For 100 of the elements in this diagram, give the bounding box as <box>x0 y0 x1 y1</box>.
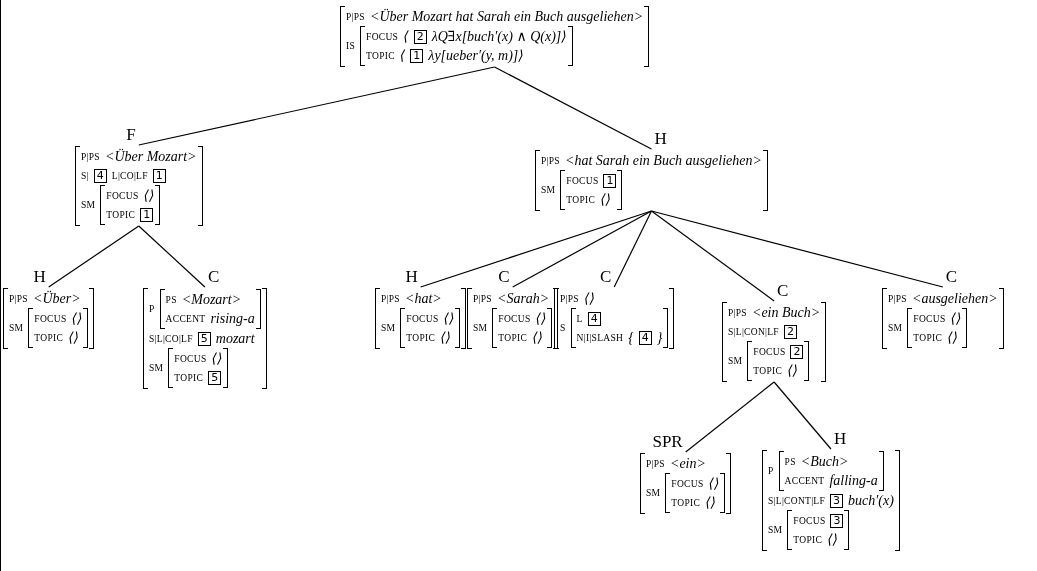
feature-name: P|PS <box>473 293 492 304</box>
feature-name: L <box>576 313 583 324</box>
formula-text: ⟨⟩ <box>71 310 83 327</box>
feature-matrix <box>882 288 1004 349</box>
formula-text: ⟨⟩ <box>600 191 612 208</box>
feature-matrix <box>400 308 461 348</box>
feature-name: P <box>149 304 155 314</box>
feature-name: TOPIC <box>106 209 136 220</box>
tree-branch <box>773 381 832 450</box>
feature-matrix <box>787 510 850 550</box>
edge-label: H <box>832 431 848 447</box>
feature-name: TOPIC <box>913 332 943 343</box>
feature-name: N|I|SLASH <box>576 332 624 343</box>
edge-label: H <box>32 269 47 285</box>
feature-name: TOPIC <box>366 50 395 61</box>
formula-text: ⟨⟩ <box>443 310 455 327</box>
value-text: <ausgeliehen> <box>911 290 998 307</box>
feature-matrix <box>75 146 203 226</box>
tag-number: 3 <box>830 493 844 508</box>
feature-name: SM <box>768 525 783 535</box>
tag-number: 4 <box>587 311 601 326</box>
formula-text: { <box>628 329 634 346</box>
value-text: <Über> <box>32 290 81 307</box>
value-text: <ein Buch> <box>751 304 821 321</box>
feature-matrix <box>28 308 89 348</box>
feature-matrix <box>747 341 810 381</box>
value-text: <Sarah> <box>496 290 550 307</box>
feature-matrix <box>640 453 732 514</box>
feature-name: FOCUS <box>793 515 826 526</box>
tag-number: 1 <box>603 173 617 188</box>
feature-name: FOCUS <box>498 313 531 324</box>
formula-text: ⟨⟩ <box>787 362 799 379</box>
feature-matrix <box>722 302 827 382</box>
edge-label: H <box>404 269 419 285</box>
formula-text: ⟨⟩ <box>827 531 839 548</box>
edge-label: C <box>497 269 511 285</box>
feature-name: SM <box>149 363 164 373</box>
value-text: <hat> <box>404 290 442 307</box>
feature-name: L|CO|LF <box>111 170 148 181</box>
feature-name: S|L|CONT|LF <box>768 495 826 506</box>
feature-name: SM <box>728 356 743 366</box>
formula-text: ⟨⟩ <box>705 494 717 511</box>
value-text: <ein> <box>669 455 706 472</box>
tree-branch <box>493 66 653 150</box>
tag-number: 3 <box>830 513 844 528</box>
feature-matrix <box>159 289 261 329</box>
feature-matrix <box>3 288 95 349</box>
edge-label: H <box>653 131 668 147</box>
feature-name: TOPIC <box>753 365 783 376</box>
formula-text: ⟨ <box>399 47 406 64</box>
feature-name: TOPIC <box>34 332 64 343</box>
tag-number: 1 <box>140 207 154 222</box>
tree-branch <box>138 66 496 146</box>
feature-name: SM <box>81 200 96 210</box>
feature-name: P|PS <box>81 151 100 162</box>
tree-branch <box>650 210 944 288</box>
feature-name: FOCUS <box>671 478 704 489</box>
feature-name: SM <box>381 323 396 333</box>
feature-name: SM <box>646 488 661 498</box>
feature-name: SM <box>473 323 488 333</box>
edge-label: SPR <box>651 434 684 450</box>
feature-name: ACCENT <box>784 475 825 486</box>
feature-name: S| <box>81 170 89 181</box>
tag-number: 1 <box>410 48 424 63</box>
feature-name: FOCUS <box>406 313 439 324</box>
formula-text: ⟨⟩ <box>947 329 959 346</box>
value-text: <Über Mozart hat Sarah ein Buch ausgeliehen> <box>369 8 644 25</box>
feature-name: FOCUS <box>174 353 207 364</box>
feature-matrix <box>100 185 161 225</box>
feature-name: SM <box>541 185 556 195</box>
formula-text: ⟨⟩ <box>950 310 962 327</box>
tree-branch <box>650 210 775 302</box>
feature-matrix <box>360 26 573 66</box>
formula-text: ⟨⟩ <box>532 329 544 346</box>
feature-name: P|PS <box>9 293 28 304</box>
feature-name: P|PS <box>381 293 400 304</box>
value-text: <Mozart> <box>181 291 242 308</box>
feature-name: P|PS <box>346 11 365 22</box>
edge-label: C <box>206 269 221 285</box>
tree-branch <box>48 225 140 288</box>
tag-number: 5 <box>208 370 222 385</box>
feature-matrix <box>492 308 553 348</box>
feature-name: FOCUS <box>753 346 786 357</box>
formula-text: buch′(x) <box>848 492 894 509</box>
tree-branch <box>685 381 775 453</box>
feature-name: P|PS <box>560 293 579 304</box>
feature-name: P|PS <box>646 458 665 469</box>
tag-number: 1 <box>152 168 166 183</box>
formula-text: ⟨⟩ <box>440 329 452 346</box>
formula-text: } <box>656 329 663 346</box>
feature-matrix <box>560 170 623 210</box>
feature-matrix <box>665 473 726 513</box>
formula-text: mozart <box>215 330 255 347</box>
feature-name: FOCUS <box>913 313 946 324</box>
formula-text: ⟨⟩ <box>583 290 595 307</box>
feature-name: TOPIC <box>498 332 528 343</box>
feature-name: S <box>560 323 566 333</box>
edge-label: C <box>598 269 613 285</box>
feature-name: SM <box>9 323 24 333</box>
feature-name: TOPIC <box>406 332 436 343</box>
